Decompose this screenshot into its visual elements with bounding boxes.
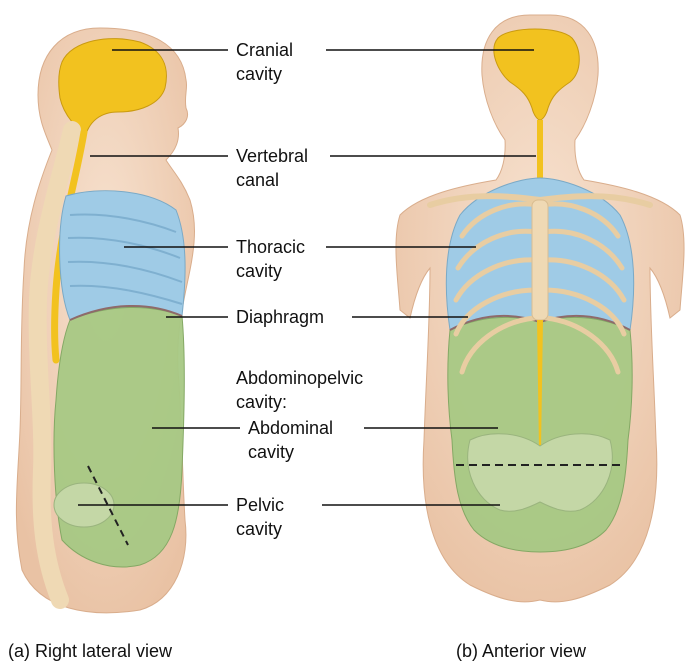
label-vertebral-canal: Vertebral canal	[236, 144, 308, 192]
lateral-figure	[16, 28, 194, 613]
anterior-sternum	[532, 200, 548, 320]
lateral-abdominopelvic-cavity	[54, 307, 184, 567]
caption-right-lateral-view: (a) Right lateral view	[8, 640, 172, 662]
label-diaphragm: Diaphragm	[236, 305, 324, 329]
label-pelvic-cavity: Pelvic cavity	[236, 493, 284, 541]
lateral-thoracic-cavity	[60, 191, 185, 320]
caption-anterior-view: (b) Anterior view	[456, 640, 586, 662]
label-abdominal-cavity: Abdominal cavity	[248, 416, 333, 464]
anterior-figure	[396, 15, 684, 602]
label-thoracic-cavity: Thoracic cavity	[236, 235, 305, 283]
label-cranial-cavity: Cranial cavity	[236, 38, 293, 86]
label-abdominopelvic-cavity: Abdominopelvic cavity:	[236, 366, 363, 414]
